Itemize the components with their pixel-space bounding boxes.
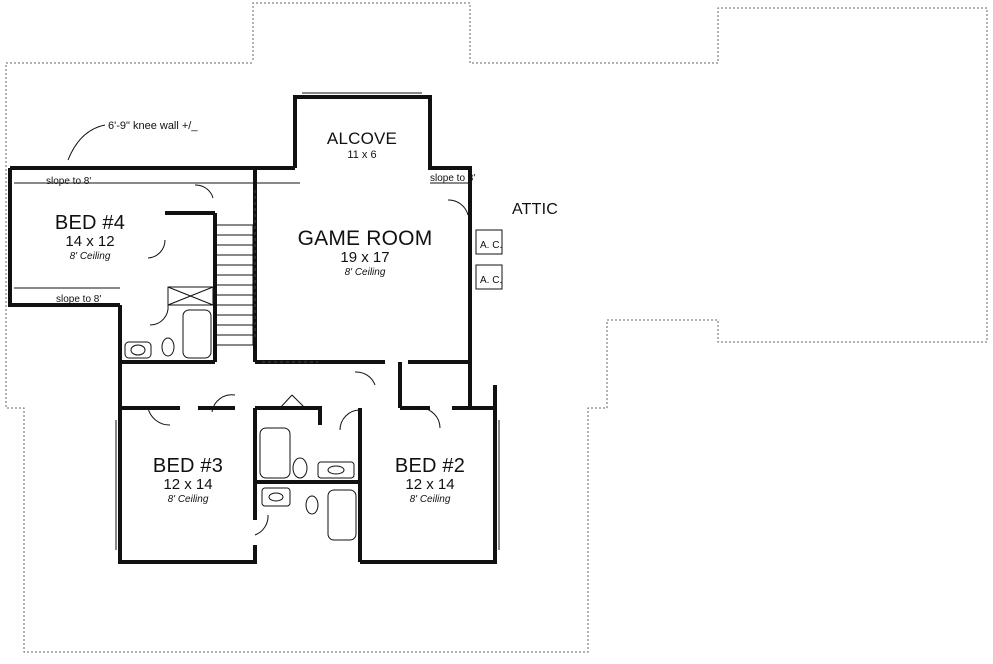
room-size: 12 x 14 <box>163 476 213 493</box>
room-ceiling: 8' Ceiling <box>409 493 451 505</box>
room-name: ATTIC <box>512 201 559 218</box>
room-size: 19 x 17 <box>340 249 390 267</box>
room-bed3: BED #3 12 x 14 8' Ceiling <box>128 455 248 505</box>
room-attic: ATTIC <box>512 201 558 219</box>
ac-unit-1: A. C. <box>480 235 502 253</box>
room-bed4: BED #4 14 x 12 8' Ceiling <box>30 212 150 262</box>
room-ceiling: 8' Ceiling <box>167 493 209 505</box>
room-game-room: GAME ROOM 19 x 17 8' Ceiling <box>280 227 450 278</box>
ac-label: A. C. <box>480 240 503 251</box>
slope-note-bottom-left: slope to 8' <box>56 289 101 307</box>
room-size: 11 x 6 <box>347 148 377 161</box>
slope-text: slope to 8' <box>430 173 476 184</box>
openings <box>254 190 318 363</box>
ac-label: A. C. <box>480 275 503 286</box>
slope-text: slope to 8' <box>56 294 102 305</box>
room-alcove: ALCOVE 11 x 6 <box>312 129 412 161</box>
slope-note-top-left: slope to 8' <box>46 171 91 189</box>
slope-text: slope to 8' <box>46 176 92 187</box>
slope-note-right: slope to 8' <box>430 168 475 186</box>
room-name: BED #3 <box>152 455 224 477</box>
room-name: BED #2 <box>394 455 466 477</box>
knee-wall-note: 6'-9" knee wall +/_ <box>108 116 197 134</box>
roof-outline <box>5 2 988 653</box>
room-name: ALCOVE <box>326 129 398 148</box>
room-name: GAME ROOM <box>297 227 433 250</box>
room-size: 14 x 12 <box>65 233 115 250</box>
ac-unit-2: A. C. <box>480 270 502 288</box>
room-ceiling: 8' Ceiling <box>344 266 386 278</box>
room-name: BED #4 <box>54 212 126 234</box>
room-bed2: BED #2 12 x 14 8' Ceiling <box>370 455 490 505</box>
room-size: 12 x 14 <box>405 476 455 493</box>
knee-wall-text: 6'-9" knee wall +/_ <box>108 120 198 132</box>
interior-details <box>14 92 503 550</box>
room-ceiling: 8' Ceiling <box>69 250 111 262</box>
